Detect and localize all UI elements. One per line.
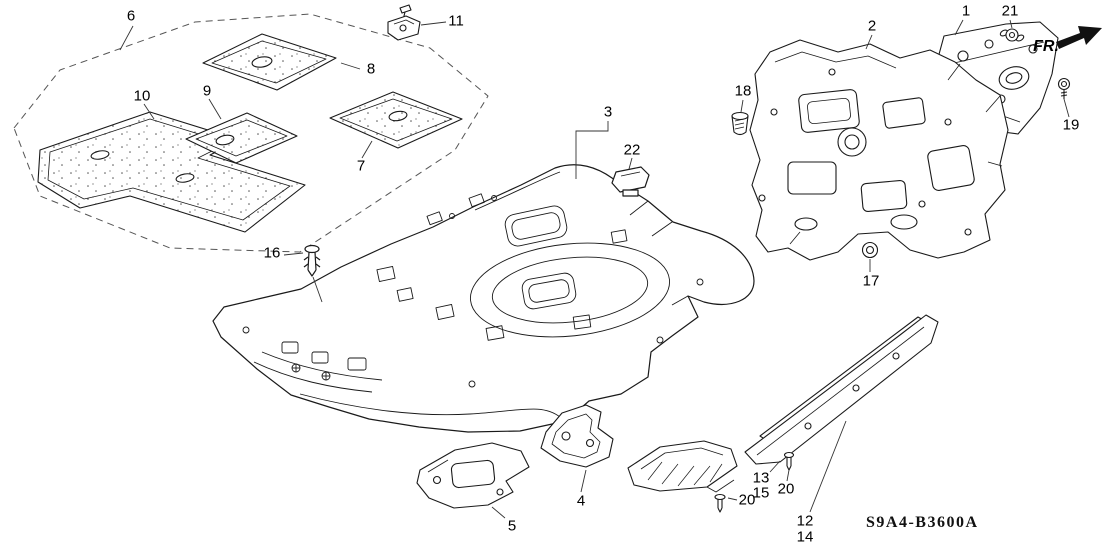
floor-mat-set (13, 4, 489, 253)
callout-21: 21 (1001, 2, 1019, 20)
callout-22: 22 (623, 141, 641, 159)
callout-1: 1 (961, 2, 971, 20)
callout-3: 3 (603, 103, 613, 121)
callout-19: 19 (1062, 116, 1080, 134)
push-pin-16 (303, 244, 321, 277)
diagram-code: S9A4-B3600A (866, 514, 979, 531)
mat-clip-bracket (387, 4, 421, 41)
center-bracket-4 (540, 404, 614, 468)
callout-2: 2 (867, 17, 877, 35)
push-clip-20-right (783, 451, 795, 471)
bolt-19 (1057, 77, 1071, 99)
callout-4: 4 (576, 492, 586, 510)
callout-8: 8 (366, 60, 376, 78)
dashboard-insulator-group (731, 21, 1071, 261)
callout-6: 6 (126, 7, 136, 25)
bracket-group (416, 404, 614, 509)
floor-mat-center-small (185, 112, 298, 164)
wing-nut-21 (999, 28, 1025, 42)
floor-bracket-5 (416, 442, 530, 509)
carpet-clip-22 (611, 166, 650, 197)
callout-10: 10 (133, 87, 151, 105)
nut-17 (861, 241, 879, 259)
side-sill-garnish-group (627, 314, 939, 513)
fr-direction-arrow (1056, 26, 1102, 49)
fr-direction-label: FR. (1033, 38, 1059, 55)
callout-11: 11 (448, 12, 464, 30)
callout-15: 15 (752, 484, 770, 502)
callout-17: 17 (862, 272, 880, 290)
callout-9: 9 (202, 82, 212, 100)
callout-18: 18 (734, 82, 752, 100)
floor-mat-front-right (329, 91, 463, 149)
floor-mat-front-left (202, 33, 337, 91)
callout-20-right: 20 (777, 480, 795, 498)
callout-16: 16 (263, 244, 281, 262)
mat-set-dashed-boundary (13, 13, 489, 253)
sill-end-cover (627, 440, 738, 493)
callout-12: 12 (796, 512, 814, 530)
floor-carpet (212, 164, 755, 433)
callout-5: 5 (507, 517, 517, 535)
push-clip-20-left (714, 493, 726, 513)
callout-7: 7 (356, 157, 366, 175)
callout-20-left: 20 (738, 491, 756, 509)
sill-scuff-plate (744, 314, 939, 465)
carpet-surface-details (242, 171, 704, 418)
leader-lines (119, 19, 1070, 519)
dash-insulator-pad (749, 39, 1009, 261)
callout-13: 13 (752, 469, 770, 487)
clip-18 (731, 111, 749, 136)
callout-14: 14 (796, 528, 814, 546)
floor-mat-rear (37, 111, 306, 233)
